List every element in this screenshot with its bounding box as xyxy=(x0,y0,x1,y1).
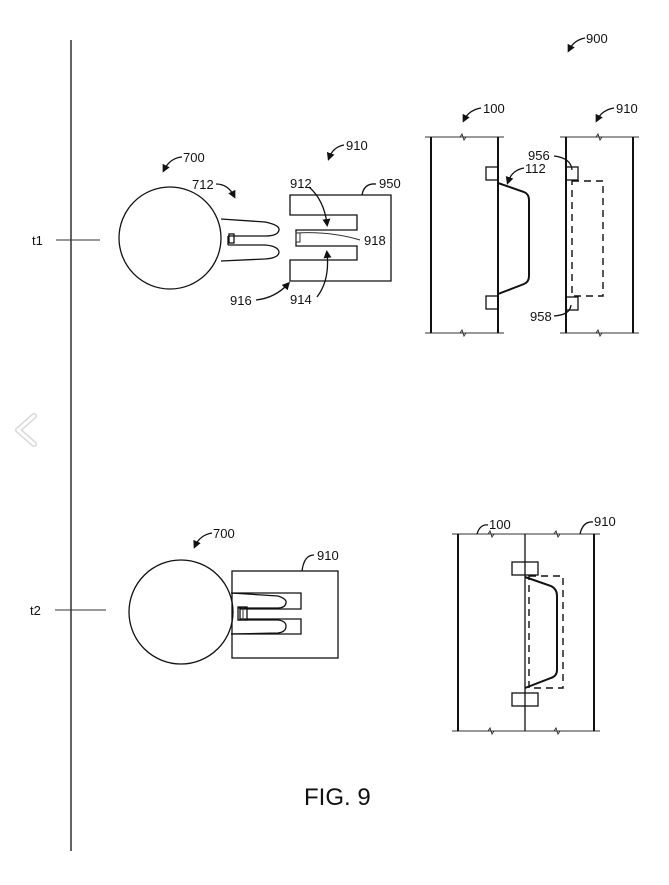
ref-712: 712 xyxy=(192,177,236,199)
ref-910-t2: 910 xyxy=(301,548,339,572)
ref-700-t1: 700 xyxy=(162,150,205,173)
ref-910-t1: 910 xyxy=(326,138,368,161)
svg-text:910: 910 xyxy=(317,548,339,563)
plug-prong-lower xyxy=(230,619,287,635)
bump-112 xyxy=(497,182,530,295)
ref-900: 900 xyxy=(567,31,608,53)
t1-side-panel-100 xyxy=(425,132,530,338)
t1-receptacle xyxy=(289,194,392,282)
t2-side-panels xyxy=(452,529,600,736)
svg-text:918: 918 xyxy=(364,233,386,248)
dashed-recess xyxy=(571,180,604,297)
svg-text:910: 910 xyxy=(346,138,368,153)
ref-956: 956 xyxy=(528,148,573,171)
bump-112 xyxy=(524,576,558,689)
ref-918: 918 xyxy=(364,233,386,248)
tab-lower xyxy=(485,295,499,310)
svg-text:100: 100 xyxy=(489,517,511,532)
ref-910-t1-side: 910 xyxy=(595,101,638,123)
receptacle-housing xyxy=(231,570,339,659)
tab-lower xyxy=(511,692,539,707)
t1-plug xyxy=(118,186,280,290)
svg-text:112: 112 xyxy=(525,161,546,176)
svg-text:916: 916 xyxy=(230,293,252,308)
svg-text:910: 910 xyxy=(616,101,638,116)
svg-text:958: 958 xyxy=(530,309,552,324)
ref-916: 916 xyxy=(230,281,291,308)
t2-receptacle xyxy=(231,570,339,659)
ref-100-t1: 100 xyxy=(462,101,505,123)
timeline-label-t2: t2 xyxy=(30,603,41,618)
ref-112: 112 xyxy=(505,161,546,185)
svg-text:910: 910 xyxy=(594,514,616,529)
t2-plug xyxy=(128,559,287,665)
figure-caption: FIG. 9 xyxy=(304,784,371,811)
tab-upper xyxy=(511,561,539,576)
receptacle-housing xyxy=(289,194,392,282)
svg-text:914: 914 xyxy=(290,292,312,307)
svg-text:700: 700 xyxy=(213,526,235,541)
svg-text:950: 950 xyxy=(379,176,401,191)
plug-prong-lower xyxy=(220,244,280,262)
tab-upper xyxy=(485,166,499,181)
ref-950: 950 xyxy=(361,176,401,196)
svg-text:712: 712 xyxy=(192,177,214,192)
ref-958: 958 xyxy=(530,304,572,324)
svg-text:912: 912 xyxy=(290,176,312,191)
plug-body xyxy=(128,559,234,665)
ref-700-t2: 700 xyxy=(193,526,235,549)
svg-text:900: 900 xyxy=(586,31,608,46)
plug-latch xyxy=(228,233,235,244)
ref-100-t2: 100 xyxy=(476,517,511,535)
dashed-recess xyxy=(528,575,564,689)
timeline-label-t1: t1 xyxy=(32,233,43,248)
receptacle-contact xyxy=(295,232,361,241)
svg-text:700: 700 xyxy=(183,150,205,165)
ref-914: 914 xyxy=(290,250,332,307)
t1-side-panel-910 xyxy=(560,132,639,338)
svg-text:956: 956 xyxy=(528,148,550,163)
ref-912: 912 xyxy=(290,176,331,227)
ref-910-t2-side: 910 xyxy=(579,514,616,535)
plug-prong-upper xyxy=(230,592,287,609)
tab-958 xyxy=(565,296,579,311)
svg-text:100: 100 xyxy=(483,101,505,116)
chevron-left-icon[interactable] xyxy=(6,410,40,450)
plug-body xyxy=(118,186,222,290)
plug-prong-upper xyxy=(220,218,280,237)
